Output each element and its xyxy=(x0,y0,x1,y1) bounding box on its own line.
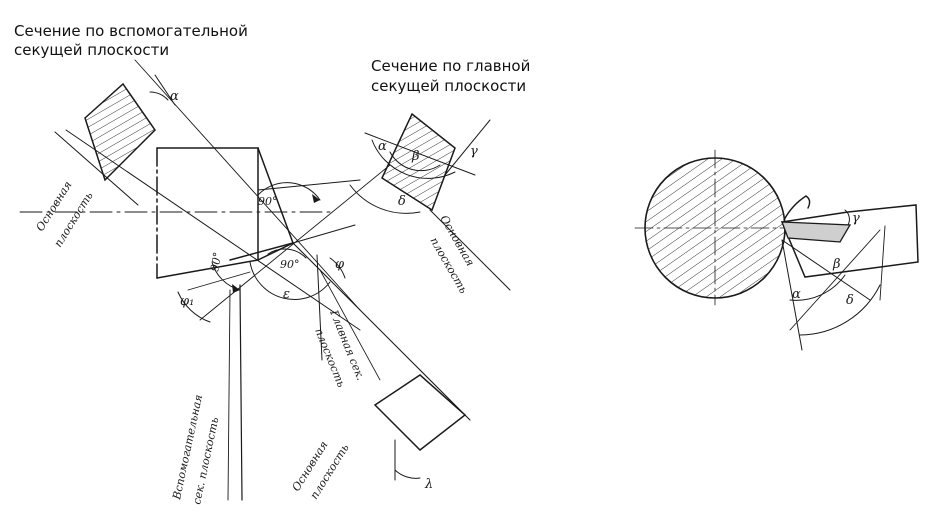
label-alpha-main: α xyxy=(378,139,387,154)
main-section-caption-line1: Сечение по главной xyxy=(371,57,531,75)
aux-section-caption-line1: Сечение по вспомогательной xyxy=(14,22,248,40)
label-epsilon: ε xyxy=(283,287,290,302)
label-beta-workpiece: β xyxy=(832,257,841,272)
label-phi: φ xyxy=(335,257,345,272)
label-angle-90-left: 90° xyxy=(208,251,224,272)
label-delta-workpiece: δ xyxy=(846,293,854,308)
main-section-profile xyxy=(349,112,511,291)
label-beta: β xyxy=(411,149,420,164)
label-gamma-workpiece: γ xyxy=(852,211,860,226)
workpiece-section-view: α β δ γ xyxy=(634,149,919,351)
label-lambda: λ xyxy=(424,477,433,492)
label-angle-90-center: 90° xyxy=(280,258,300,271)
aux-section-profile xyxy=(54,74,176,206)
main-section-caption-line2: секущей плоскости xyxy=(371,77,527,95)
label-phi1: φ₁ xyxy=(180,294,194,309)
label-alpha-workpiece: α xyxy=(792,287,801,302)
label-alpha-aux: α xyxy=(170,89,179,104)
aux-section-caption-line2: секущей плоскости xyxy=(14,41,170,59)
label-angle-90-top: 90° xyxy=(258,195,278,208)
label-gamma: γ xyxy=(470,144,478,159)
label-delta-main: δ xyxy=(398,194,406,209)
base-section-profile xyxy=(373,374,467,481)
